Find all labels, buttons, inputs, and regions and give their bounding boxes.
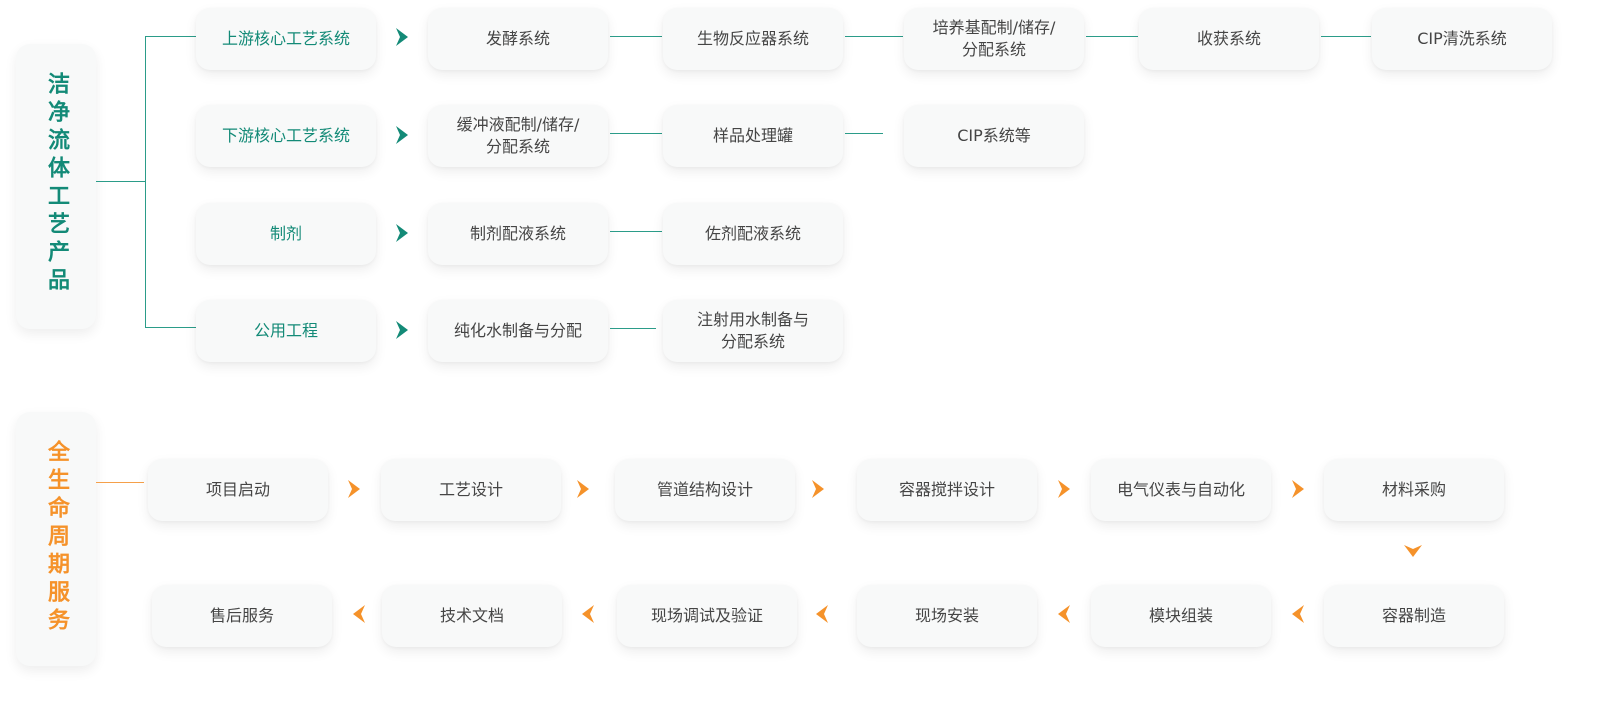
chevron-left-icon — [353, 605, 365, 623]
chevron-right-icon — [396, 321, 408, 339]
step-site-installation[interactable]: 现场安装 — [857, 585, 1037, 647]
step-piping-design[interactable]: 管道结构设计 — [615, 459, 795, 521]
step-vessel-manufacturing[interactable]: 容器制造 — [1324, 585, 1504, 647]
bracket-branch-line — [145, 327, 196, 328]
chevron-left-icon — [1292, 605, 1304, 623]
node-sample-tank[interactable]: 样品处理罐 — [663, 105, 843, 167]
step-project-kickoff[interactable]: 项目启动 — [148, 459, 328, 521]
step-module-assembly[interactable]: 模块组装 — [1091, 585, 1271, 647]
step-technical-docs[interactable]: 技术文档 — [382, 585, 562, 647]
row-head-upstream[interactable]: 上游核心工艺系统 — [196, 8, 376, 70]
chevron-left-icon — [816, 605, 828, 623]
node-cip-system-etc[interactable]: CIP系统等 — [904, 105, 1084, 167]
step-process-design[interactable]: 工艺设计 — [381, 459, 561, 521]
section-title-text: 洁净流体工艺产品 — [44, 72, 69, 296]
chevron-down-icon — [1404, 545, 1422, 557]
row-head-utilities[interactable]: 公用工程 — [196, 300, 376, 362]
chevron-right-icon — [1058, 480, 1070, 498]
node-formulation-system[interactable]: 制剂配液系统 — [428, 203, 608, 265]
connector-line — [1086, 36, 1138, 37]
connector-line — [96, 482, 144, 483]
connector-line — [96, 181, 145, 182]
step-material-procurement[interactable]: 材料采购 — [1324, 459, 1504, 521]
connector-line — [610, 328, 656, 329]
section-title-fluid-products: 洁净流体工艺产品 — [16, 44, 96, 329]
node-fermentation-system[interactable]: 发酵系统 — [428, 8, 608, 70]
step-electrical-automation[interactable]: 电气仪表与自动化 — [1091, 459, 1271, 521]
connector-line — [845, 133, 883, 134]
step-commissioning-validation[interactable]: 现场调试及验证 — [617, 585, 797, 647]
connector-line — [1321, 36, 1371, 37]
chevron-right-icon — [1292, 480, 1304, 498]
step-vessel-agitator-design[interactable]: 容器搅拌设计 — [857, 459, 1037, 521]
connector-line — [845, 36, 903, 37]
node-bioreactor-system[interactable]: 生物反应器系统 — [663, 8, 843, 70]
connector-line — [610, 133, 662, 134]
chevron-left-icon — [582, 605, 594, 623]
node-buffer-prep-system[interactable]: 缓冲液配制/储存/ 分配系统 — [428, 105, 608, 167]
chevron-right-icon — [348, 480, 360, 498]
row-head-downstream[interactable]: 下游核心工艺系统 — [196, 105, 376, 167]
chevron-right-icon — [812, 480, 824, 498]
node-media-prep-system[interactable]: 培养基配制/储存/ 分配系统 — [904, 8, 1084, 70]
node-adjuvant-system[interactable]: 佐剂配液系统 — [663, 203, 843, 265]
section-title-text: 全生命周期服务 — [44, 440, 69, 636]
node-cip-cleaning-system[interactable]: CIP清洗系统 — [1372, 8, 1552, 70]
chevron-right-icon — [577, 480, 589, 498]
bracket-branch-line — [145, 36, 196, 37]
step-after-sales[interactable]: 售后服务 — [152, 585, 332, 647]
connector-line — [610, 231, 662, 232]
chevron-left-icon — [1058, 605, 1070, 623]
node-purified-water[interactable]: 纯化水制备与分配 — [428, 300, 608, 362]
connector-line — [610, 36, 662, 37]
section-title-lifecycle-service: 全生命周期服务 — [16, 412, 96, 666]
node-harvest-system[interactable]: 收获系统 — [1139, 8, 1319, 70]
node-wfi-system[interactable]: 注射用水制备与 分配系统 — [663, 300, 843, 362]
row-head-formulation[interactable]: 制剂 — [196, 203, 376, 265]
chevron-right-icon — [396, 28, 408, 46]
chevron-right-icon — [396, 224, 408, 242]
chevron-right-icon — [396, 126, 408, 144]
bracket-vertical-line — [145, 36, 146, 328]
